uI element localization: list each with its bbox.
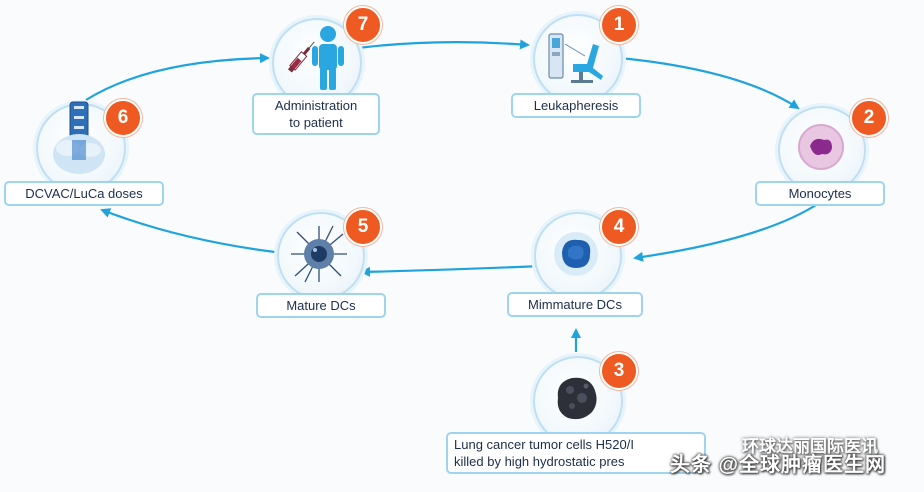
step-3-label-line2: killed by high hydrostatic pres xyxy=(454,454,625,469)
step-4-badge: 4 xyxy=(600,208,638,246)
step-7-label-line1: Administration xyxy=(274,98,358,113)
cryo-vial-icon xyxy=(53,101,105,174)
arrow-2-to-4 xyxy=(633,204,817,262)
watermark-secondary: 环球达丽国际医讯 xyxy=(742,437,878,456)
step-7-badge: 7 xyxy=(344,6,382,44)
arrow-7-to-1 xyxy=(357,39,530,50)
step-6-badge: 6 xyxy=(104,99,142,137)
mature-dc-icon xyxy=(291,225,347,283)
step-5-label: Mature DCs xyxy=(256,293,386,318)
monocyte-cell-icon xyxy=(798,124,844,170)
syringe-patient-icon xyxy=(287,26,344,90)
step-2-label: Monocytes xyxy=(755,181,885,206)
arrow-6-to-7 xyxy=(85,53,270,101)
step-2-badge: 2 xyxy=(850,99,888,137)
step-5-badge: 5 xyxy=(344,208,382,246)
step-3-badge: 3 xyxy=(600,352,638,390)
arrow-4-to-5 xyxy=(360,264,541,277)
step-6-label: DCVAC/LuCa doses xyxy=(4,181,164,206)
step-1-label: Leukapheresis xyxy=(511,93,641,118)
step-7-label-line2: to patient xyxy=(289,115,343,130)
apheresis-chair-icon xyxy=(548,33,603,83)
step-3-label: Lung cancer tumor cells H520/I killed by… xyxy=(446,432,706,474)
watermark: 头条 @全球肿瘤医生网 xyxy=(670,454,887,476)
step-7-label: Administration to patient xyxy=(252,93,380,135)
tumor-cell-icon xyxy=(557,377,597,420)
step-4-label: Mimmature DCs xyxy=(507,292,643,317)
arrow-1-to-2 xyxy=(619,56,800,110)
step-1-badge: 1 xyxy=(600,6,638,44)
step-3-label-line1: Lung cancer tumor cells H520/I xyxy=(454,437,634,452)
immature-dc-icon xyxy=(554,232,598,276)
arrow-5-to-6 xyxy=(100,208,276,254)
